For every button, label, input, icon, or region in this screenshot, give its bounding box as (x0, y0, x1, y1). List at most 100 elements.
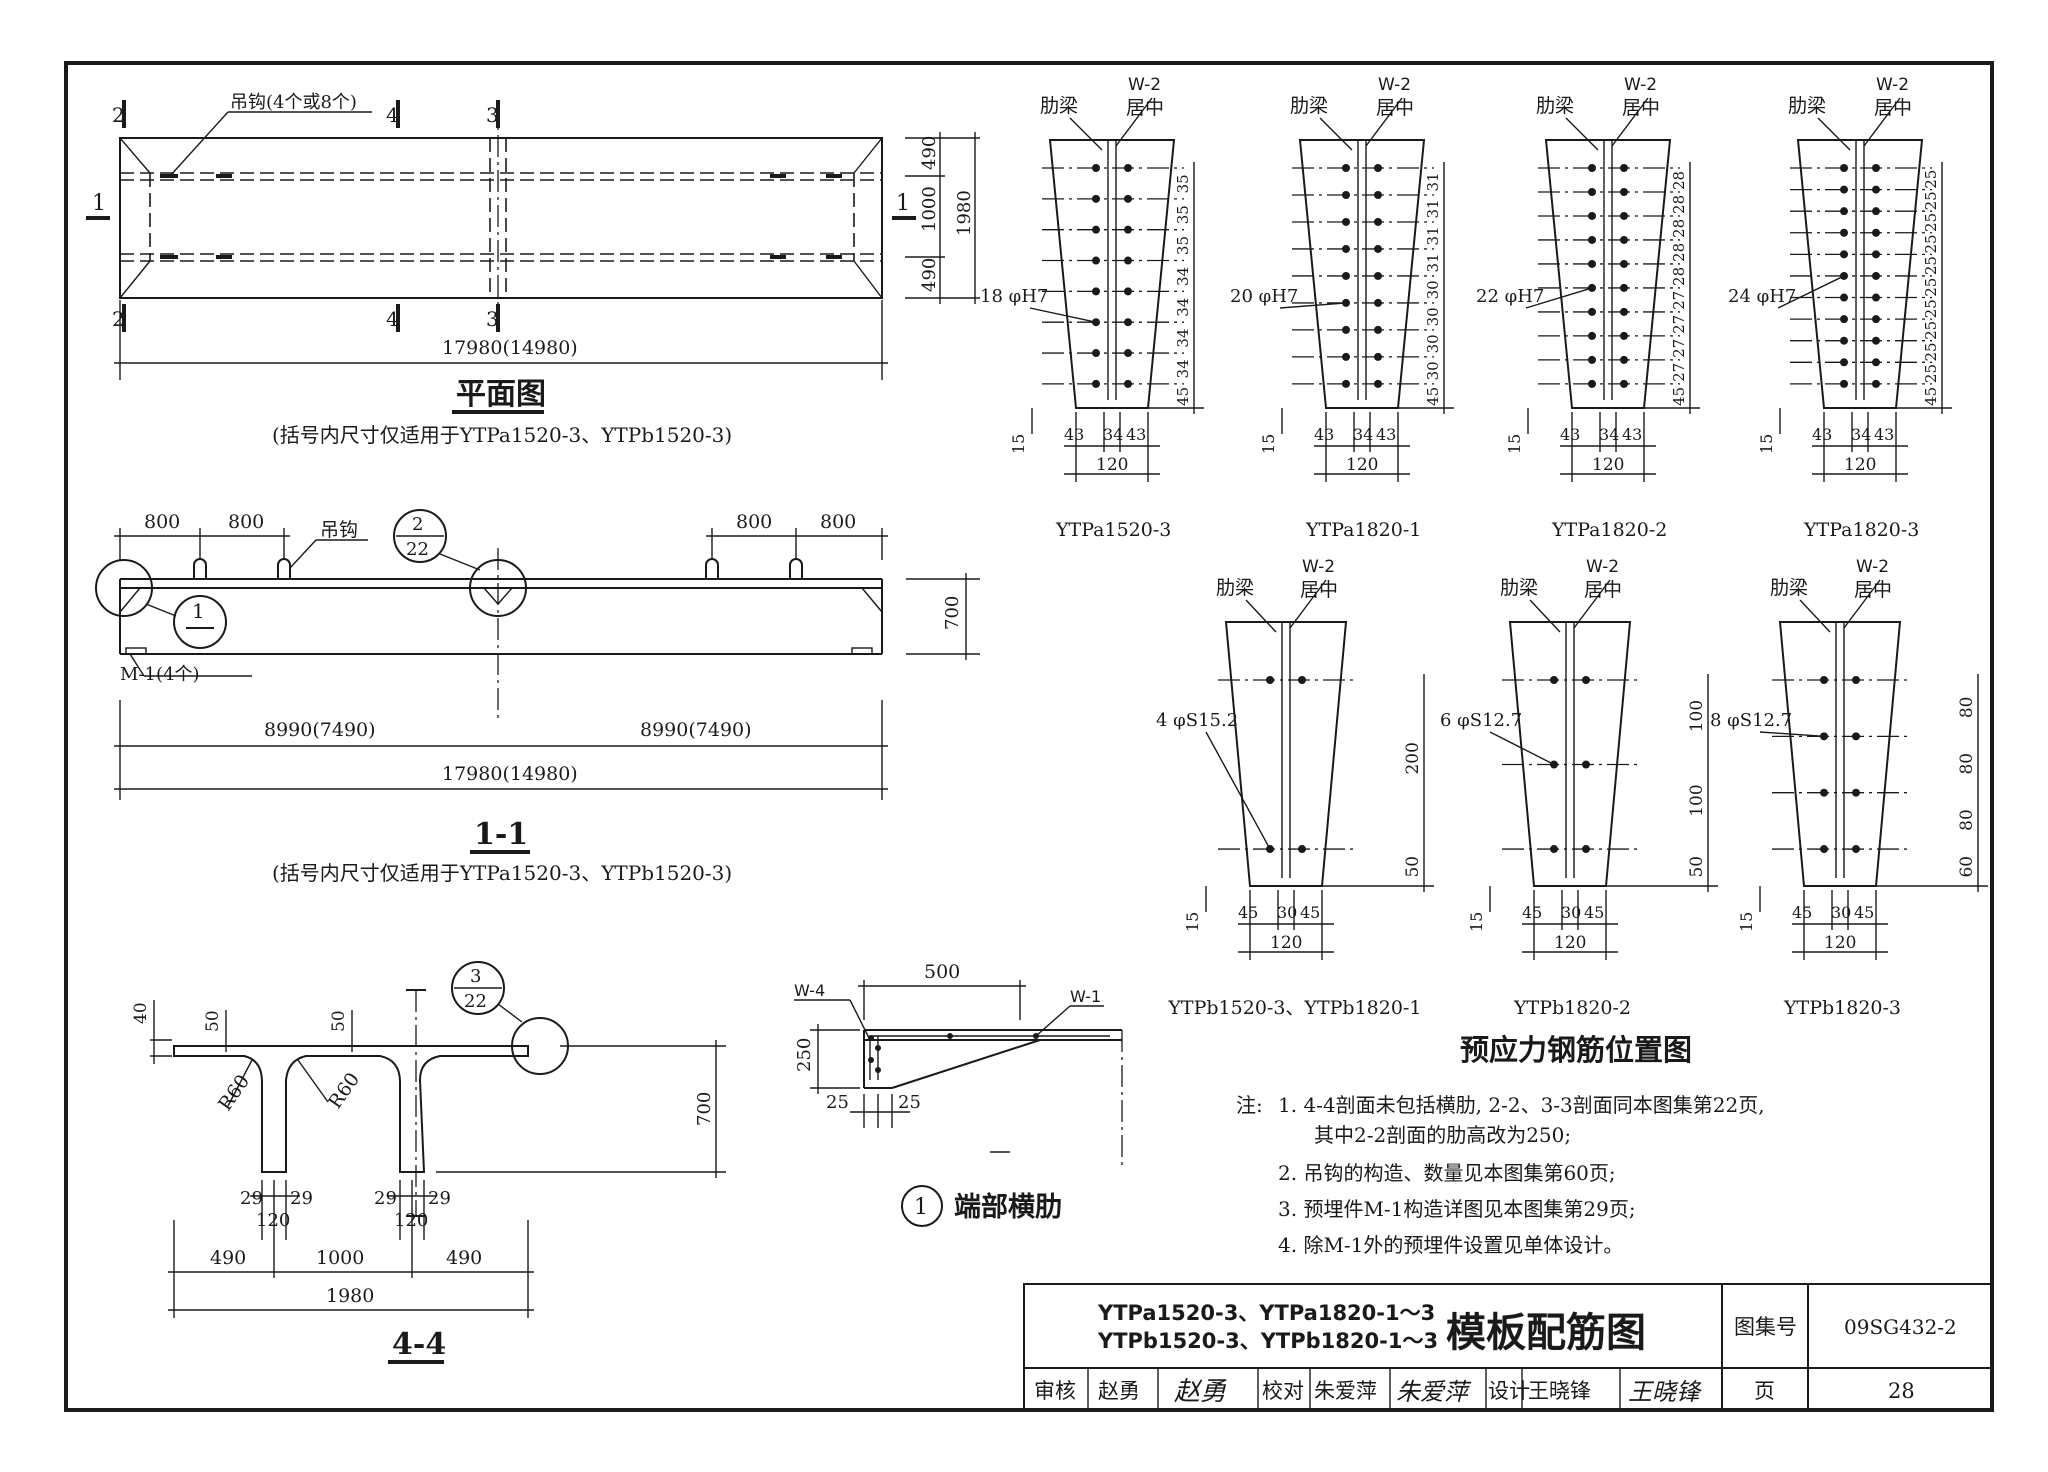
rebar-dot (1342, 325, 1350, 334)
rebar-dot (1124, 194, 1132, 203)
width-dim: 34 (1103, 425, 1123, 444)
rib-outline (1544, 139, 1672, 409)
width-dim: 43 (1622, 425, 1642, 444)
rib-spacing: 35 (1174, 174, 1192, 193)
s44-r60: R60 (324, 1069, 364, 1113)
notes: 注: 1. 4-4剖面未包括横肋, 2-2、3-3剖面同本图集第22页, 其中2… (1236, 1093, 1765, 1257)
rib-outline (1796, 139, 1924, 409)
notes-label: 注: (1236, 1093, 1263, 1117)
rebar-dot (1840, 207, 1848, 216)
w2-label: W-2 (1624, 75, 1657, 95)
width-dim: 43 (1874, 425, 1894, 444)
rib-spacing: 34 (1174, 329, 1192, 348)
rebar-dot (1872, 228, 1880, 237)
rebar-dot (1374, 298, 1382, 307)
rib-spacing: 35 (1174, 236, 1192, 255)
bar-label: 8 φS12.7 (1710, 710, 1792, 731)
s44-dim-29: 29 (290, 1188, 313, 1209)
w2-leader (1573, 579, 1611, 629)
rib-spacing: 28 (1670, 195, 1688, 214)
rebar-dot (1620, 355, 1628, 364)
rebar-dot (1840, 228, 1848, 237)
tb-design-label: 设计 (1488, 1379, 1530, 1403)
rib-spacing: 35 (1174, 205, 1192, 224)
w2-leader (1289, 579, 1327, 629)
rib-spacing: 30 (1424, 280, 1442, 299)
width-dim: 30 (1277, 903, 1297, 922)
rib-label: 肋梁 (1040, 95, 1078, 117)
plan-hook-label: 吊钩(4个或8个) (230, 92, 357, 113)
rib-spacing: 31 (1424, 226, 1442, 245)
width-total: 120 (1270, 933, 1302, 953)
w2-label: W-2 (1378, 75, 1411, 95)
s11-dim: 800 (144, 511, 180, 533)
rebar-dot (1124, 164, 1132, 172)
rib-outline (1048, 139, 1176, 409)
s44-dim-490: 490 (446, 1247, 482, 1269)
rebar-dot (1840, 293, 1848, 302)
rib-spacing: 200 (1403, 742, 1423, 774)
rib-leader (1817, 117, 1851, 151)
s11-height: 700 (942, 596, 963, 630)
end-rib-detail: 500 250 25 25 W-4 W-1 1 端部横肋 (794, 961, 1123, 1227)
rebar-dot (1342, 244, 1350, 253)
s11-note: (括号内尺寸仅适用于YTPa1520-3、YTPb1520-3) (272, 861, 732, 885)
rib-spacing: 80 (1957, 753, 1977, 775)
rib-spacing: 34 (1174, 298, 1192, 317)
bar-leader (1205, 731, 1271, 850)
width-dim: 45 (1792, 903, 1812, 922)
rib-spacing: 25 (1922, 299, 1940, 318)
rebar-dot (1124, 287, 1132, 296)
plan-dim-490: 490 (919, 258, 940, 292)
rib-spacing: 25 (1922, 191, 1940, 210)
bar-leader (1759, 731, 1825, 738)
rib-outline (1508, 621, 1632, 887)
rib-label: 肋梁 (1770, 577, 1808, 599)
dim-15: 15 (1467, 912, 1486, 932)
rebar-dot (1582, 760, 1590, 769)
rebar-dot (1852, 845, 1860, 854)
note-line: 3. 预埋件M-1构造详图见本图集第29页; (1278, 1197, 1636, 1221)
rib-label: 肋梁 (1290, 95, 1328, 117)
rib-outline (1298, 139, 1426, 409)
width-dim: 34 (1599, 425, 1619, 444)
rebar-dot (1374, 379, 1382, 388)
rebar-dot (1620, 331, 1628, 340)
s44-dim-29: 29 (374, 1188, 397, 1209)
width-dim: 45 (1238, 903, 1258, 922)
rebar-dot (1266, 676, 1274, 684)
rebar-dot (1550, 676, 1558, 684)
rib-spacing: 31 (1424, 253, 1442, 272)
tb-atlas-label: 图集号 (1734, 1315, 1797, 1339)
rib-spacing: 25 (1922, 364, 1940, 383)
rib-spacing: 25 (1922, 321, 1940, 340)
rebar-dot (1374, 244, 1382, 253)
rebar-dot (1840, 336, 1848, 345)
rib-spacing: 80 (1957, 697, 1977, 719)
width-dim: 34 (1353, 425, 1373, 444)
rib-bottom-spacing: 45 (1670, 387, 1688, 406)
rib-label: 肋梁 (1500, 577, 1538, 599)
rib-spacing: 100 (1687, 784, 1707, 816)
width-total: 120 (1554, 933, 1586, 953)
rib-spacing: 30 (1424, 334, 1442, 353)
tb-page-label: 页 (1754, 1379, 1775, 1403)
rib-leader (1565, 117, 1599, 151)
w2-leader (1843, 579, 1881, 629)
rebar-dot (1620, 211, 1628, 220)
width-total: 120 (1824, 933, 1856, 953)
rib-spacing: 30 (1424, 307, 1442, 326)
s44-dim-1000: 1000 (316, 1247, 364, 1269)
end-rib-w4: W-4 (794, 981, 825, 1000)
s44-detail3-num: 3 (470, 966, 481, 987)
rib-leader (1799, 599, 1831, 633)
rib-spacing: 34 (1174, 359, 1192, 378)
rebar-dot (1620, 379, 1628, 388)
s11-total: 17980(14980) (442, 763, 578, 785)
rebar-dot (1852, 732, 1860, 741)
rebar-dot (1588, 307, 1596, 316)
